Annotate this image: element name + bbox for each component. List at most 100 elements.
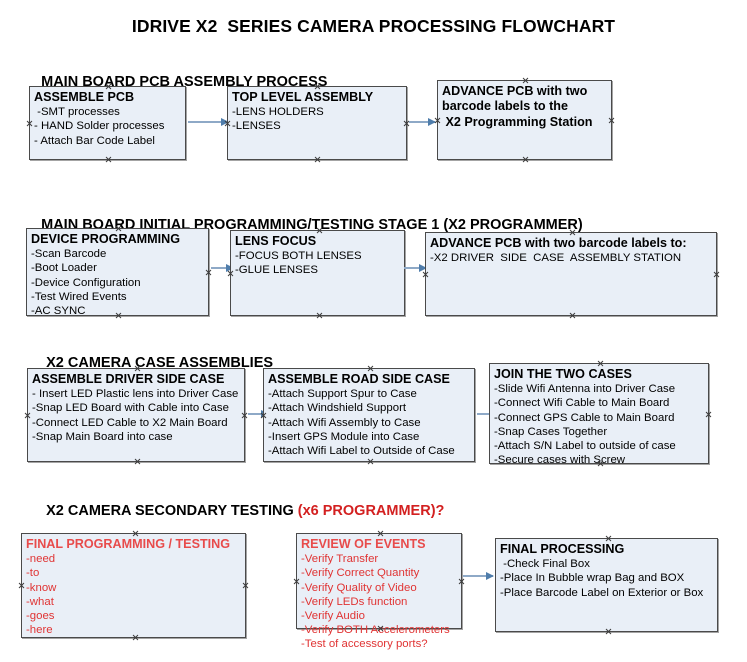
section-heading-text: X2 CAMERA SECONDARY TESTING — [46, 503, 298, 519]
resize-handle-top[interactable] — [605, 535, 612, 542]
resize-handle-top[interactable] — [367, 365, 374, 372]
resize-handle-right[interactable] — [458, 578, 465, 585]
node-line: -Attach Windshield Support — [268, 402, 407, 415]
resize-handle-bottom[interactable] — [314, 156, 321, 163]
node-title: DEVICE PROGRAMMING — [31, 232, 181, 246]
connector-review-of-events-to-final-processing — [463, 571, 494, 580]
node-title-line3: X2 Programming Station — [442, 114, 593, 129]
node-line: -Connect GPS Cable to Main Board — [494, 411, 675, 424]
node-line: -Boot Loader — [31, 262, 97, 275]
node-line: -Connect Wifi Cable to Main Board — [494, 397, 670, 410]
node-title: FINAL PROGRAMMING / TESTING — [26, 537, 231, 551]
node-line: -Verify BOTH Accelerometers — [301, 623, 450, 636]
resize-handle-bottom[interactable] — [569, 312, 576, 319]
node-line: -here — [26, 623, 53, 636]
node-line: -know — [26, 581, 57, 594]
node-advance-pcb-to-programming-station[interactable]: ADVANCE PCB with two barcode labels to t… — [437, 80, 612, 160]
node-line: -Verify Correct Quantity — [301, 567, 420, 580]
node-line: -Slide Wifi Antenna into Driver Case — [494, 383, 676, 396]
resize-handle-right[interactable] — [242, 582, 249, 589]
resize-handle-bottom[interactable] — [367, 458, 374, 465]
node-line: -Verify Audio — [301, 609, 365, 622]
node-line: -Snap Cases Together — [494, 425, 608, 438]
node-line: -Secure cases with Screw — [494, 453, 626, 466]
arrow-head-icon — [428, 117, 436, 126]
node-title: FINAL PROCESSING — [500, 542, 625, 556]
resize-handle-bottom[interactable] — [105, 156, 112, 163]
node-line: -Test Wired Events — [31, 290, 127, 303]
resize-handle-left[interactable] — [24, 412, 31, 419]
resize-handle-left[interactable] — [422, 271, 429, 278]
node-title: TOP LEVEL ASSEMBLY — [232, 90, 374, 104]
resize-handle-right[interactable] — [241, 412, 248, 419]
connector-top-level-assembly-to-advance-pcb — [409, 117, 436, 126]
resize-handle-left[interactable] — [26, 120, 33, 127]
resize-handle-right[interactable] — [608, 117, 615, 124]
node-line: -Snap Main Board into case — [32, 430, 173, 443]
resize-handle-left[interactable] — [293, 578, 300, 585]
node-assemble-pcb[interactable]: ASSEMBLE PCB -SMT processes - HAND Solde… — [29, 86, 186, 160]
node-line: -Insert GPS Module into Case — [268, 430, 420, 443]
node-lens-focus[interactable]: LENS FOCUS -FOCUS BOTH LENSES -GLUE LENS… — [230, 230, 405, 316]
node-line: -need — [26, 553, 56, 566]
resize-handle-bottom[interactable] — [134, 458, 141, 465]
node-advance-pcb-to-driver-side-case[interactable]: ADVANCE PCB with two barcode labels to: … — [425, 232, 717, 316]
resize-handle-right[interactable] — [205, 269, 212, 276]
node-top-level-assembly[interactable]: TOP LEVEL ASSEMBLY -LENS HOLDERS -LENSES — [227, 86, 407, 160]
node-assemble-driver-side-case[interactable]: ASSEMBLE DRIVER SIDE CASE - Insert LED P… — [27, 368, 245, 462]
resize-handle-bottom[interactable] — [316, 312, 323, 319]
node-line: -FOCUS BOTH LENSES — [235, 250, 362, 263]
page-title: IDRIVE X2 SERIES CAMERA PROCESSING FLOWC… — [131, 16, 616, 36]
node-line: -Connect LED Cable to X2 Main Board — [32, 416, 228, 429]
connector-lens-focus-to-advance-pcb — [404, 263, 427, 272]
node-line: -Attach Wifi Label to Outside of Case — [268, 444, 455, 457]
node-title: LENS FOCUS — [235, 234, 317, 248]
node-review-of-events[interactable]: REVIEW OF EVENTS -Verify Transfer -Verif… — [293, 533, 465, 650]
node-line: -Check Final Box — [500, 558, 590, 571]
node-line: -what — [26, 595, 54, 608]
section-heading-text: X2 CAMERA CASE ASSEMBLIES — [46, 355, 274, 371]
resize-handle-bottom[interactable] — [522, 156, 529, 163]
resize-handle-right[interactable] — [713, 271, 720, 278]
node-title: REVIEW OF EVENTS — [301, 537, 426, 551]
node-line: -SMT processes — [34, 106, 120, 119]
node-line: -Snap LED Board with Cable into Case — [32, 402, 229, 415]
arrow-head-icon — [486, 571, 494, 580]
node-line: -Device Configuration — [31, 276, 141, 289]
node-assemble-road-side-case[interactable]: ASSEMBLE ROAD SIDE CASE -Attach Support … — [263, 368, 475, 462]
arrow-head-icon — [419, 263, 427, 272]
node-final-programming-testing[interactable]: FINAL PROGRAMMING / TESTING -need -to -k… — [21, 533, 246, 638]
node-line-overflow: -Test of accessory ports? — [301, 637, 428, 650]
section-heading-x2-camera-secondary-testing: X2 CAMERA SECONDARY TESTING (x6 PROGRAMM… — [30, 487, 444, 535]
node-line: - Insert LED Plastic lens into Driver Ca… — [32, 388, 239, 401]
connector-assemble-pcb-to-top-level-assembly — [188, 117, 229, 126]
node-line: -Attach Wifi Assembly to Case — [268, 416, 421, 429]
node-line: -goes — [26, 609, 55, 622]
resize-handle-top[interactable] — [597, 360, 604, 367]
node-final-processing[interactable]: FINAL PROCESSING -Check Final Box -Place… — [495, 538, 718, 632]
resize-handle-right[interactable] — [705, 411, 712, 418]
node-join-the-two-cases[interactable]: JOIN THE TWO CASES -Slide Wifi Antenna i… — [489, 360, 712, 466]
node-line: -Scan Barcode — [31, 248, 107, 261]
node-line: -Place Barcode Label on Exterior or Box — [500, 586, 704, 599]
node-line: -X2 DRIVER SIDE CASE ASSEMBLY STATION — [430, 252, 682, 265]
section-heading-accent: (x6 PROGRAMMER)? — [297, 503, 445, 519]
arrow-head-icon — [221, 117, 229, 126]
resize-handle-top[interactable] — [522, 77, 529, 84]
node-line: -AC SYNC — [31, 304, 86, 317]
node-line: -GLUE LENSES — [235, 264, 318, 277]
node-line: -Verify LEDs function — [301, 595, 408, 608]
node-device-programming[interactable]: DEVICE PROGRAMMING -Scan Barcode -Boot L… — [26, 228, 212, 317]
node-line: -Place In Bubble wrap Bag and BOX — [500, 572, 685, 585]
section-heading-x2-camera-case-assemblies: X2 CAMERA CASE ASSEMBLIES — [30, 339, 273, 387]
node-title: ASSEMBLE DRIVER SIDE CASE — [32, 372, 225, 386]
node-line: -Verify Quality of Video — [301, 581, 417, 594]
node-title: ASSEMBLE ROAD SIDE CASE — [268, 372, 450, 386]
node-title: ADVANCE PCB with two — [442, 84, 588, 98]
resize-handle-bottom[interactable] — [605, 628, 612, 635]
node-title: ASSEMBLE PCB — [34, 90, 135, 104]
resize-handle-left[interactable] — [18, 582, 25, 589]
node-line: -Verify Transfer — [301, 553, 379, 566]
node-line: -LENSES — [232, 120, 281, 133]
